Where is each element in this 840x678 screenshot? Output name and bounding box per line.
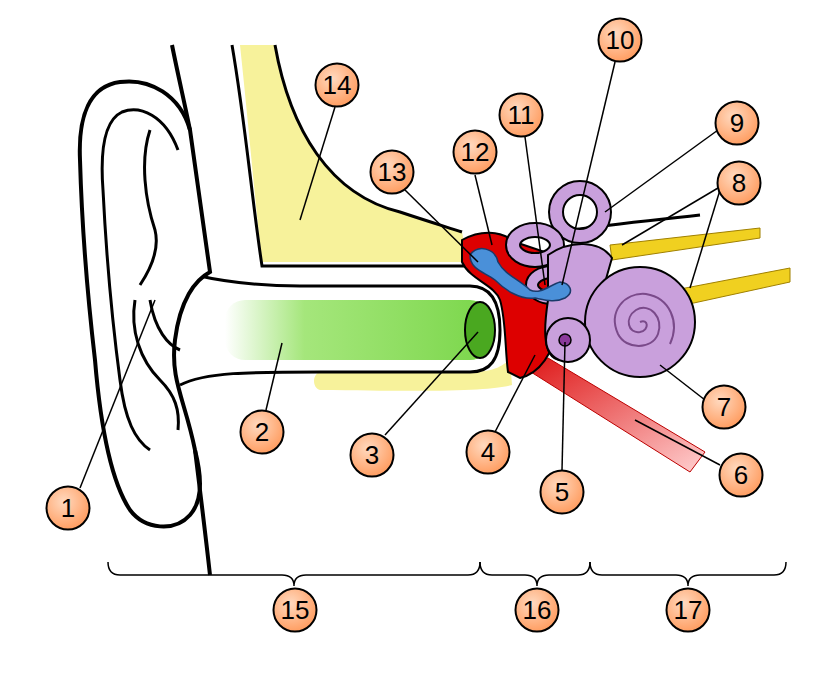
callout-circle: 14	[314, 62, 360, 108]
callout-number: 12	[461, 139, 490, 165]
callout-number: 14	[323, 72, 352, 98]
auricle-folds	[102, 110, 180, 450]
ear-canal	[180, 275, 500, 385]
callout-circle: 9	[714, 100, 760, 146]
circle-shape	[720, 454, 763, 497]
callout-number: 16	[523, 597, 552, 623]
callout-number: 17	[674, 597, 703, 623]
callout-number: 5	[555, 479, 569, 505]
callout-number: 4	[481, 439, 495, 465]
circle-shape	[599, 19, 642, 62]
callout-number: 10	[606, 27, 635, 53]
callout-circle: 12	[452, 129, 498, 175]
callout-circle: 17	[665, 587, 711, 633]
vestibule-base	[546, 318, 590, 362]
eardrum	[465, 302, 495, 358]
callout-number: 15	[281, 597, 310, 623]
callout-circle: 1	[45, 485, 91, 531]
callout-number: 1	[61, 495, 75, 521]
callout-circle: 13	[369, 149, 415, 195]
callout-circle: 4	[465, 429, 511, 475]
cochlea	[585, 267, 695, 377]
head-line	[195, 450, 210, 575]
circle-shape	[351, 434, 394, 477]
ossicles	[470, 249, 570, 301]
circle-shape	[241, 411, 284, 454]
circle-shape	[667, 589, 710, 632]
circle-shape	[516, 589, 559, 632]
callout-number: 8	[732, 170, 746, 196]
leader-lines	[80, 62, 720, 488]
circle-shape	[716, 102, 759, 145]
auricle	[80, 81, 210, 526]
circle-shape	[718, 162, 761, 205]
callout-number: 7	[717, 394, 731, 420]
circle-shape	[274, 589, 317, 632]
temporal-bone	[240, 45, 468, 262]
eustachian-tube	[515, 358, 705, 472]
callout-number: 3	[365, 442, 379, 468]
callout-circle: 2	[239, 409, 285, 455]
callout-circle: 15	[272, 587, 318, 633]
section-braces	[108, 562, 786, 586]
cochlear-nerve	[675, 268, 790, 306]
callout-number: 11	[508, 102, 535, 128]
callout-number: 6	[734, 462, 748, 488]
callout-circle: 16	[514, 587, 560, 633]
callout-circle: 7	[701, 384, 747, 430]
skull-line	[232, 45, 468, 266]
callout-circle: 10	[597, 17, 643, 63]
circle-shape	[500, 94, 543, 137]
canal-fill	[225, 300, 490, 360]
skull-line	[275, 45, 462, 232]
callout-number: 2	[255, 419, 269, 445]
circle-shape	[467, 431, 510, 474]
circle-shape	[47, 487, 90, 530]
circle-shape	[703, 386, 746, 429]
circle-shape	[541, 471, 584, 514]
cochlea-spiral	[615, 294, 674, 346]
callout-circle: 6	[718, 452, 764, 498]
callout-circle: 5	[539, 469, 585, 515]
callout-circle: 8	[716, 160, 762, 206]
circle-shape	[316, 64, 359, 107]
callout-number: 9	[730, 110, 744, 136]
callout-number: 13	[378, 159, 407, 185]
callout-circle: 3	[349, 432, 395, 478]
callout-circle: 11	[498, 92, 544, 138]
head-line	[172, 45, 190, 130]
circle-shape	[371, 151, 414, 194]
circle-shape	[454, 131, 497, 174]
vestibular-nerve	[610, 228, 760, 260]
